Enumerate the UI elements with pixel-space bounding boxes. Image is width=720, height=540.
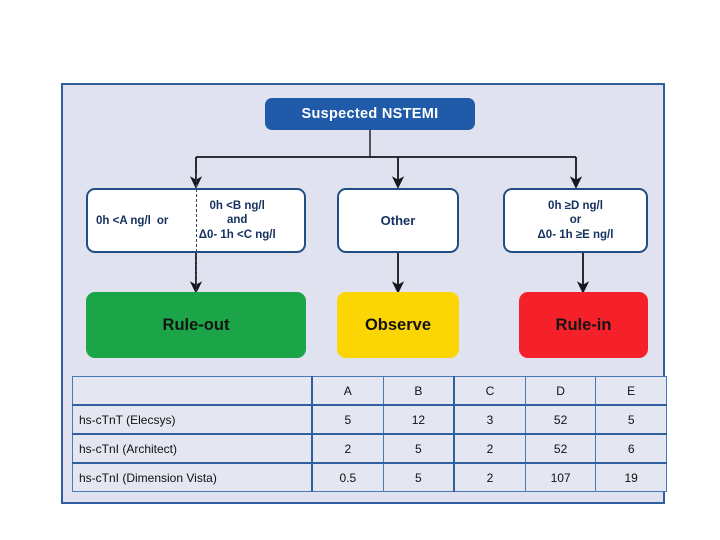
table-cell-0-a: 5: [310, 404, 384, 435]
table-cell-1-a: 2: [310, 433, 384, 464]
table-cell-1-d: 52: [524, 433, 597, 464]
table-cell-2-b: 5: [382, 462, 455, 492]
table-row-assay-2: hs-cTnI (Dimension Vista): [72, 462, 313, 492]
outcome-box-rule-out: Rule-out: [86, 292, 306, 358]
cutoff-table: A B C D E hs-cTnT (Elecsys) 5 12 3 52 5 …: [72, 376, 667, 492]
criteria-left-part-b-line2: and: [226, 214, 248, 227]
criteria-box-other: Other: [337, 188, 459, 253]
table-col-header-c: C: [453, 376, 526, 406]
criteria-right-line2: or: [569, 214, 582, 227]
criteria-other-label: Other: [380, 213, 416, 228]
table-cell-2-e: 19: [595, 462, 667, 492]
criteria-box-rule-in: 0h ≥D ng/l or Δ0- 1h ≥E ng/l: [503, 188, 648, 253]
table-cell-2-c: 2: [453, 462, 526, 492]
table-cell-0-c: 3: [453, 404, 526, 435]
table-col-header-e: E: [595, 376, 667, 406]
table-header-row: A B C D E: [72, 376, 667, 406]
table-row: hs-cTnI (Dimension Vista) 0.5 5 2 107 19: [72, 462, 667, 492]
table-cell-0-e: 5: [595, 404, 667, 435]
suspected-nstemi-box: Suspected NSTEMI: [265, 98, 475, 130]
outcome-observe-label: Observe: [364, 315, 432, 334]
suspected-nstemi-label: Suspected NSTEMI: [301, 106, 439, 122]
table-col-header-b: B: [382, 376, 455, 406]
table-cell-1-b: 5: [382, 433, 455, 464]
table-row-assay-1: hs-cTnI (Architect): [72, 433, 313, 464]
criteria-left-connector: or: [156, 214, 169, 227]
criteria-dashed-divider: [196, 174, 197, 307]
table-cell-2-d: 107: [524, 462, 597, 492]
table-cell-1-e: 6: [595, 433, 667, 464]
cutoff-table-body: hs-cTnT (Elecsys) 5 12 3 52 5 hs-cTnI (A…: [72, 404, 667, 492]
table-cell-2-a: 0.5: [310, 462, 384, 492]
table-cell-1-c: 2: [453, 433, 526, 464]
table-row: hs-cTnI (Architect) 2 5 2 52 6: [72, 433, 667, 464]
table-col-header-a: A: [310, 376, 384, 406]
table-cell-0-d: 52: [524, 404, 597, 435]
table-row-assay-0: hs-cTnT (Elecsys): [72, 404, 313, 435]
criteria-left-part-b-line3: Δ0- 1h <C ng/l: [198, 228, 276, 241]
criteria-left-part-a: 0h <A ng/l: [96, 214, 151, 227]
outcome-box-rule-in: Rule-in: [519, 292, 648, 358]
table-row: hs-cTnT (Elecsys) 5 12 3 52 5: [72, 404, 667, 435]
outcome-rule-out-label: Rule-out: [162, 315, 230, 334]
outcome-rule-in-label: Rule-in: [555, 315, 612, 334]
table-corner-cell: [72, 376, 313, 406]
criteria-right-line1: 0h ≥D ng/l: [548, 199, 603, 212]
criteria-right-line3: Δ0- 1h ≥E ng/l: [537, 228, 614, 241]
cutoff-table-head: A B C D E: [72, 376, 667, 406]
outcome-box-observe: Observe: [337, 292, 459, 358]
table-cell-0-b: 12: [382, 404, 455, 435]
criteria-left-part-b-line1: 0h <B ng/l: [209, 199, 265, 212]
criteria-box-rule-out: 0h <A ng/l or 0h <B ng/l and Δ0- 1h <C n…: [86, 174, 306, 307]
table-col-header-d: D: [524, 376, 597, 406]
